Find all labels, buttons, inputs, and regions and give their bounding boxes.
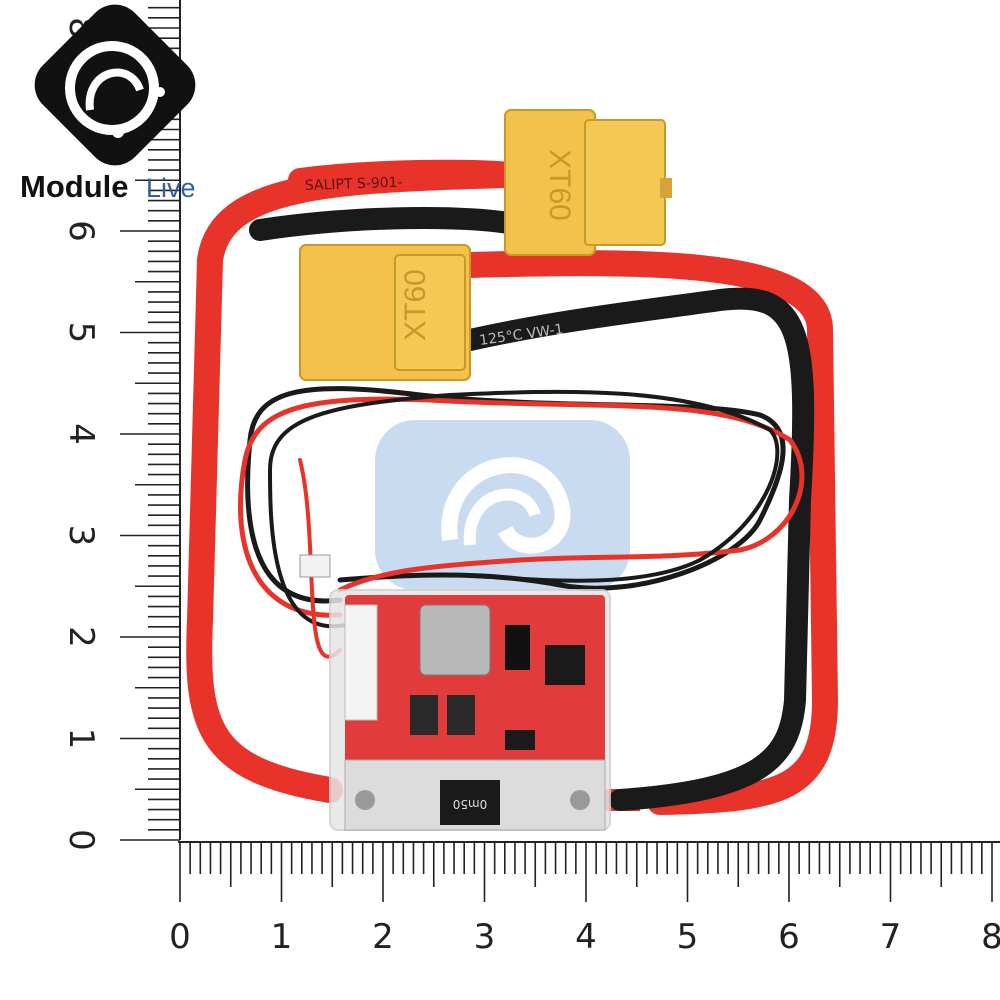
- xt60-label-lower: XT60: [399, 269, 432, 341]
- signal-wires: [237, 386, 805, 659]
- ruler-label: 6: [778, 917, 800, 957]
- wire-print-text-1: SALIPT S-901-: [305, 175, 403, 194]
- inductor: [419, 604, 491, 676]
- ruler-label: 4: [61, 423, 101, 445]
- ruler-label: 2: [372, 917, 394, 957]
- logo-diamond: [34, 4, 196, 166]
- logo-text-live: Live: [146, 173, 196, 203]
- transistor: [505, 730, 535, 750]
- watermark-logo: [375, 420, 630, 590]
- brand-logo: Module Live: [20, 4, 196, 204]
- current-sensor-pcb: 0m50: [329, 589, 611, 831]
- ruler-label: 4: [575, 917, 597, 957]
- xt60-label-upper: XT60: [543, 149, 576, 221]
- ruler-label: 1: [61, 728, 101, 750]
- header-connector: [344, 604, 378, 721]
- logo-ring-icon: [65, 41, 159, 135]
- ruler-label: 0: [169, 917, 191, 957]
- ic-chip: [545, 645, 585, 685]
- xt60-connector-lower: XT60: [299, 244, 471, 381]
- ruler-label: 8: [981, 917, 1000, 957]
- shunt-label: 0m50: [453, 797, 488, 811]
- ruler-label: 3: [61, 525, 101, 547]
- ruler-label: 1: [271, 917, 293, 957]
- screw-right: [570, 790, 590, 810]
- logo-text-module: Module: [20, 169, 129, 204]
- xt60-connector-upper: XT60: [504, 109, 672, 256]
- ruler-label: 2: [61, 626, 101, 648]
- horizontal-ruler-ticks: [179, 842, 993, 902]
- ruler-label: 7: [880, 917, 902, 957]
- ruler-label: 0: [61, 829, 101, 851]
- jst-connector: [299, 554, 331, 578]
- screw-left: [355, 790, 375, 810]
- horizontal-ruler-labels: 0 1 2 3 4 5 6 7 8: [169, 917, 1000, 957]
- capacitor-1: [410, 695, 438, 735]
- horizontal-ruler: 0 1 2 3 4 5 6 7 8: [169, 841, 1000, 957]
- ruler-label: 6: [61, 220, 101, 242]
- ruler-label: 5: [677, 917, 699, 957]
- ruler-label: 5: [61, 322, 101, 344]
- diode: [505, 625, 530, 670]
- ruler-label: 3: [474, 917, 496, 957]
- capacitor-2: [447, 695, 475, 735]
- red-power-wire: SALIPT S-901-: [186, 159, 839, 815]
